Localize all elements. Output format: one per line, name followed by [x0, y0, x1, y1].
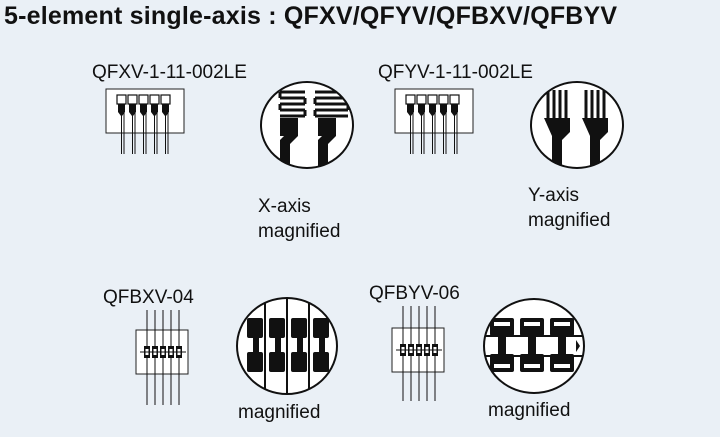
- caption-qfbyv-magnified: magnified: [488, 398, 570, 423]
- caption-line: magnified: [238, 402, 321, 423]
- caption-line: magnified: [488, 400, 571, 421]
- model-label-qfbyv: QFBYV-06: [369, 283, 460, 304]
- caption-line: magnified: [258, 221, 341, 242]
- caption-qfbxv-magnified: magnified: [238, 400, 320, 425]
- magnified-circle-qfbyv: [483, 298, 585, 394]
- model-label-qfbxv: QFBXV-04: [103, 287, 194, 308]
- caption-line: magnified: [528, 210, 611, 231]
- caption-y-axis-magnified: Y-axis magnified: [528, 183, 610, 233]
- magnified-circle-y-axis: [530, 81, 624, 169]
- magnified-circle-qfbxv: [236, 297, 338, 395]
- model-label-qfyv: QFYV-1-11-002LE: [378, 62, 533, 83]
- caption-line: Y-axis: [528, 185, 580, 206]
- caption-x-axis-magnified: X-axis magnified: [258, 194, 340, 244]
- gauge-qfbxv-drawing: [135, 310, 189, 405]
- gauge-qfxv-drawing: [105, 88, 185, 154]
- magnified-circle-x-axis: [260, 81, 354, 169]
- page-title: 5-element single-axis : QFXV/QFYV/QFBXV/…: [4, 2, 618, 30]
- caption-line: X-axis: [258, 196, 311, 217]
- gauge-qfyv-drawing: [394, 88, 474, 154]
- model-label-qfxv: QFXV-1-11-002LE: [92, 62, 247, 83]
- gauge-qfbyv-drawing: [391, 306, 445, 401]
